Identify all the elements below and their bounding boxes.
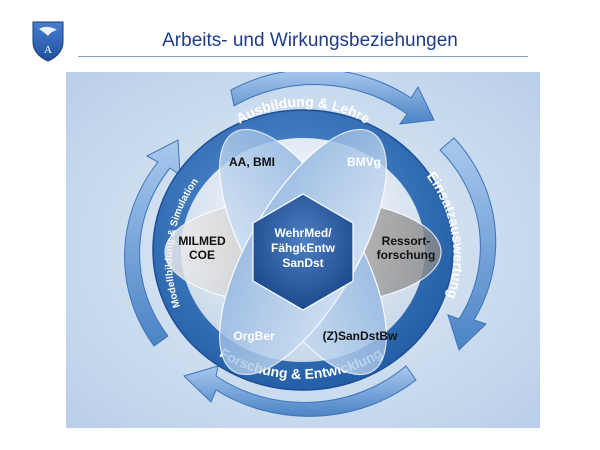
petal-label-bottom-right: (Z)SanDstBw [323, 329, 398, 343]
eagle-icon [39, 26, 57, 36]
center-line-2: FähgkEntw [271, 241, 336, 255]
center-line-1: WehrMed/ [274, 226, 332, 240]
coat-of-arms-logo: A [32, 21, 64, 62]
petal-label-right-1: Ressort- [382, 234, 431, 248]
circular-arrows [124, 72, 497, 417]
logo-letter: A [44, 44, 52, 56]
page-title: Arbeits- und Wirkungsbeziehungen [162, 30, 458, 51]
petal-label-top-left: AA, BMI [229, 155, 275, 169]
relationship-diagram: Ausbildung & Lehre Einsatzauswertung For… [66, 72, 540, 428]
petal-label-top-right: BMVg [347, 155, 381, 169]
petal-label-left-2: COE [189, 248, 215, 262]
center-hexagon [252, 193, 354, 311]
title-divider [78, 56, 528, 57]
petal-label-left-1: MILMED [178, 234, 226, 248]
petal-label-bottom-left: OrgBer [233, 329, 275, 343]
petal-label-right-2: forschung [377, 248, 436, 262]
center-line-3: SanDst [282, 256, 323, 270]
